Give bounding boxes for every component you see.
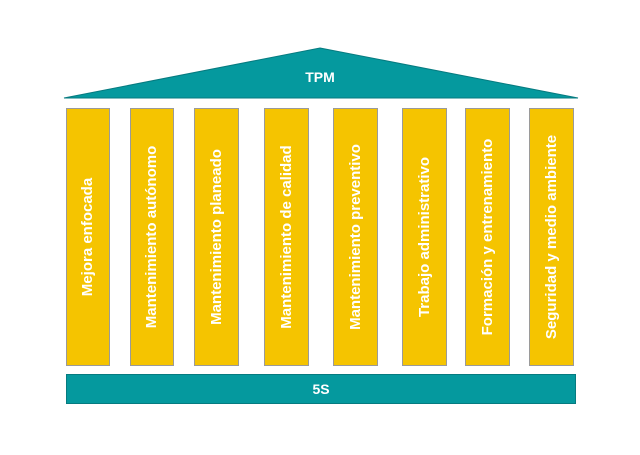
pillar-label: Mantenimiento autónomo — [143, 145, 160, 329]
base-label: 5S — [312, 381, 330, 397]
pillar-mantenimiento-preventivo: Mantenimiento preventivo — [333, 108, 378, 366]
pillar-label: Trabajo administrativo — [415, 156, 433, 318]
pillar-mantenimiento-planeado: Mantenimiento planeado — [194, 108, 239, 366]
pillar-label: Formación y entrenamiento — [478, 138, 496, 336]
base-5s: 5S — [66, 374, 576, 404]
pillar-label: Mantenimiento planeado — [207, 149, 225, 325]
pillar-label: Mantenimiento preventivo — [346, 144, 364, 330]
pillar-label: Mantenimiento de calidad — [277, 145, 295, 329]
pillar-label: Seguridad y medio ambiente — [542, 134, 560, 340]
pillar-mantenimiento-autonomo: Mantenimiento autónomo — [130, 108, 174, 366]
pillar-seguridad-y-medio-ambiente: Seguridad y medio ambiente — [529, 108, 574, 366]
pillar-mantenimiento-de-calidad: Mantenimiento de calidad — [264, 108, 309, 366]
roof-triangle — [63, 47, 579, 99]
roof-label: TPM — [305, 69, 335, 85]
pillar-label: Mejora enfocada — [79, 177, 96, 297]
pillar-mejora-enfocada: Mejora enfocada — [66, 108, 110, 366]
pillar-formacion-y-entrenamiento: Formación y entrenamiento — [465, 108, 510, 366]
pillar-trabajo-administrativo: Trabajo administrativo — [402, 108, 447, 366]
